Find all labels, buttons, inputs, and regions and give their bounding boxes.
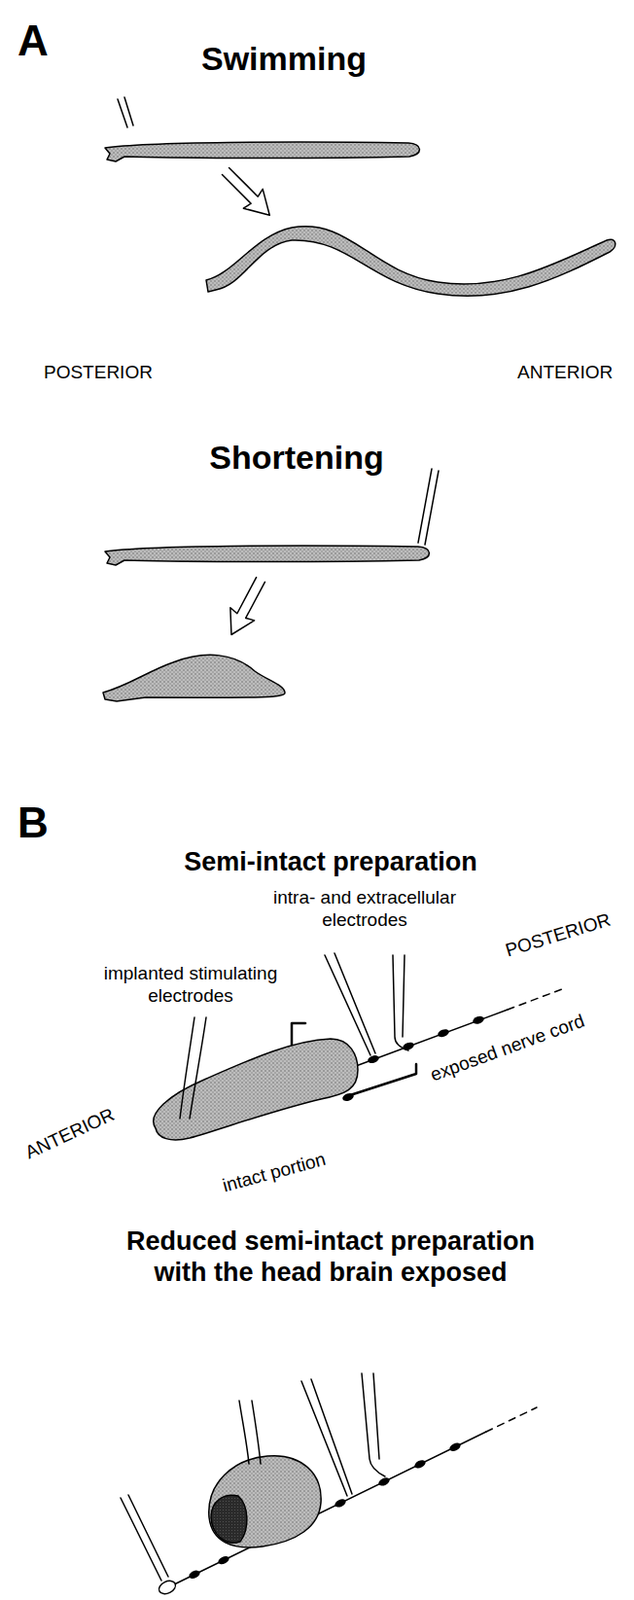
ganglion: [377, 1476, 391, 1488]
ganglion: [341, 1091, 355, 1103]
heading-label: Swimming: [201, 38, 367, 79]
ganglion: [366, 1054, 381, 1065]
suction-electrode: [361, 1373, 386, 1477]
nerve-cord: [486, 1407, 537, 1432]
pipette: [128, 1494, 169, 1577]
ganglion: [401, 1040, 416, 1052]
stimulating-wire: [189, 1017, 207, 1119]
suction-electrode: [392, 954, 409, 1051]
stimulating-wire: [239, 1400, 249, 1464]
pin: [291, 1022, 306, 1045]
text-label: intra- and extracellular electrodes: [247, 886, 482, 932]
pipette: [120, 1497, 162, 1581]
ganglion: [333, 1497, 348, 1510]
ganglion: [448, 1441, 462, 1453]
pipette: [124, 97, 134, 126]
ganglion: [436, 1027, 451, 1039]
suction-electrode: [373, 1373, 380, 1459]
ganglion: [413, 1457, 427, 1470]
pin: [350, 1063, 417, 1095]
ganglion: [471, 1014, 486, 1025]
leech-body: [103, 654, 285, 702]
text-label: implanted stimulating electrodes: [83, 962, 298, 1008]
ganglion: [216, 1553, 231, 1566]
heading-label: B: [17, 797, 49, 849]
text-label: exposed nerve cord: [427, 1010, 589, 1088]
text-label: POSTERIOR: [502, 909, 614, 963]
leech-body: [105, 141, 420, 162]
heading-label: Shortening: [209, 437, 384, 478]
pipette: [301, 1380, 348, 1496]
hollow-arrow: [219, 572, 274, 641]
stimulating-wire: [251, 1400, 261, 1464]
hollow-arrow: [215, 161, 280, 225]
text-label: intact portion: [220, 1148, 329, 1198]
pipette: [418, 468, 432, 543]
heading-label: A: [17, 15, 49, 68]
heading-label: Reduced semi-intact preparation with the…: [102, 1225, 560, 1289]
leech-body: [105, 545, 429, 565]
suction-electrode: [402, 954, 405, 1037]
pipette: [334, 952, 376, 1054]
ganglion: [187, 1568, 202, 1581]
heading-label: Semi-intact preparation: [183, 845, 478, 878]
pipette: [311, 1378, 353, 1494]
head-brain: [156, 1578, 177, 1597]
exposed-brain: [211, 1494, 247, 1543]
pipette: [424, 470, 439, 545]
text-label: ANTERIOR: [22, 1103, 119, 1164]
pipette: [324, 954, 371, 1056]
head-portion: [209, 1455, 321, 1548]
text-label: POSTERIOR: [43, 361, 153, 385]
text-label: ANTERIOR: [517, 361, 613, 385]
nerve-cord: [507, 988, 563, 1010]
nerve-cord: [168, 1431, 487, 1587]
leech-body: [206, 226, 616, 296]
